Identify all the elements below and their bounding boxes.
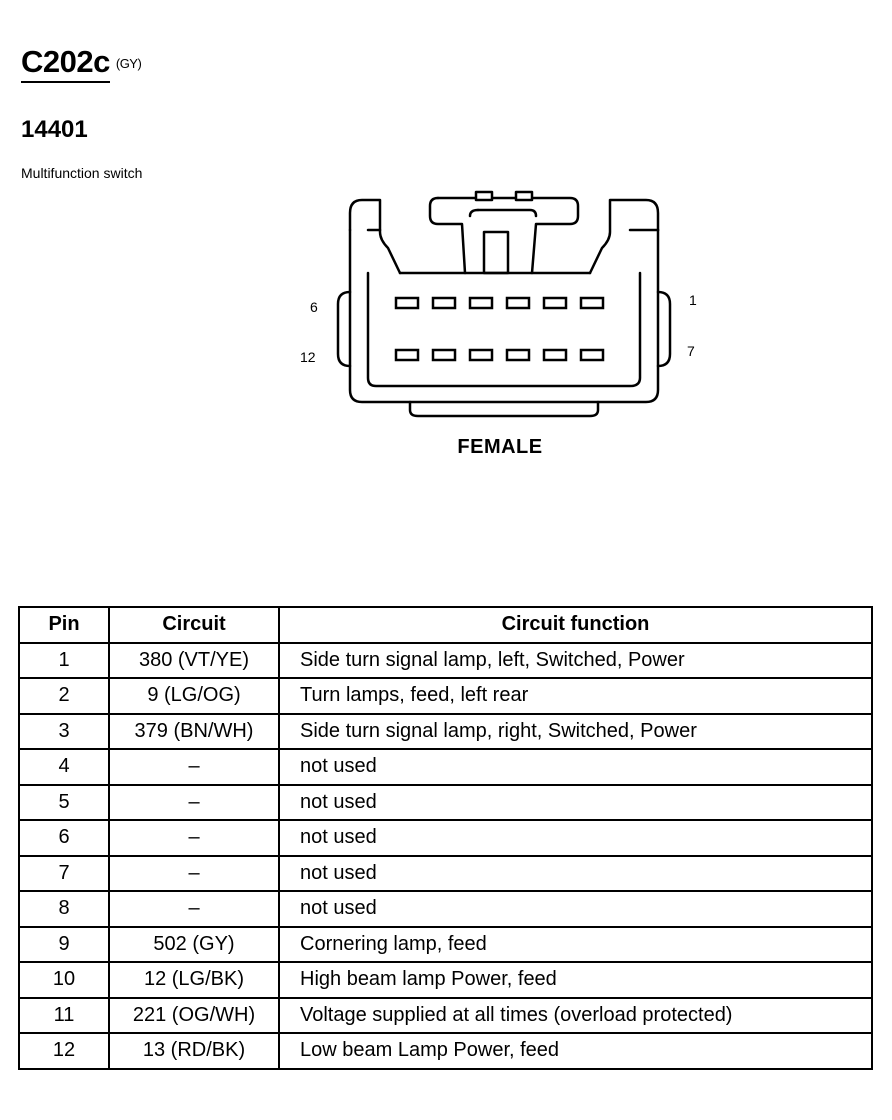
- cell-circuit: 379 (BN/WH): [108, 712, 280, 750]
- table-row: 11 221 (OG/WH) Voltage supplied at all t…: [18, 996, 873, 1034]
- cell-pin: 8: [18, 890, 110, 928]
- housing-inner: [366, 271, 642, 388]
- table-header-row: Pin Circuit Circuit function: [18, 606, 873, 644]
- cell-pin: 10: [18, 961, 110, 999]
- cell-function: not used: [278, 783, 873, 821]
- connector-diagram: 6 1 12 7 FEMALE: [290, 180, 710, 480]
- pin-cavity: [468, 348, 494, 362]
- pin-cavity: [431, 296, 457, 310]
- cell-circuit: 13 (RD/BK): [108, 1032, 280, 1070]
- connector-id: C202c: [21, 46, 110, 83]
- cell-pin: 4: [18, 748, 110, 786]
- cell-function: not used: [278, 854, 873, 892]
- cell-function: Turn lamps, feed, left rear: [278, 677, 873, 715]
- cell-circuit: 380 (VT/YE): [108, 641, 280, 679]
- pin-label-bottom-right: 7: [687, 343, 695, 359]
- cell-circuit: –: [108, 748, 280, 786]
- connector-color-code: (GY): [115, 56, 142, 71]
- header-circuit: Circuit: [108, 606, 280, 644]
- pin-cavity: [579, 348, 605, 362]
- left-latch-tower: [348, 198, 402, 275]
- pin-cavity: [468, 296, 494, 310]
- table-row: 7 – not used: [18, 854, 873, 892]
- cell-circuit: 9 (LG/OG): [108, 677, 280, 715]
- cell-circuit: 12 (LG/BK): [108, 961, 280, 999]
- pinout-table: Pin Circuit Circuit function 1 380 (VT/Y…: [18, 606, 873, 1070]
- cell-function: Voltage supplied at all times (overload …: [278, 996, 873, 1034]
- cell-circuit: –: [108, 783, 280, 821]
- pin-label-bottom-left: 12: [300, 349, 316, 365]
- cell-circuit: –: [108, 890, 280, 928]
- bottom-tab: [408, 400, 600, 418]
- cell-function: not used: [278, 890, 873, 928]
- pin-cavity: [394, 348, 420, 362]
- table-row: 1 380 (VT/YE) Side turn signal lamp, lef…: [18, 641, 873, 679]
- cell-function: Cornering lamp, feed: [278, 925, 873, 963]
- cell-pin: 3: [18, 712, 110, 750]
- cell-circuit: –: [108, 854, 280, 892]
- pin-cavity: [505, 296, 531, 310]
- table-row: 6 – not used: [18, 819, 873, 857]
- cell-function: Side turn signal lamp, right, Switched, …: [278, 712, 873, 750]
- pin-cavity: [542, 296, 568, 310]
- cell-pin: 12: [18, 1032, 110, 1070]
- cell-function: Side turn signal lamp, left, Switched, P…: [278, 641, 873, 679]
- cell-function: High beam lamp Power, feed: [278, 961, 873, 999]
- pin-label-top-left: 6: [310, 299, 318, 315]
- component-name: Multifunction switch: [21, 165, 143, 181]
- cell-circuit: –: [108, 819, 280, 857]
- part-number: 14401: [21, 116, 88, 143]
- cell-pin: 9: [18, 925, 110, 963]
- connector-heading: C202c (GY): [21, 46, 142, 83]
- cell-pin: 6: [18, 819, 110, 857]
- center-latch: [428, 196, 467, 275]
- connector-face-drawing: [336, 190, 672, 418]
- cell-pin: 1: [18, 641, 110, 679]
- cell-circuit: 502 (GY): [108, 925, 280, 963]
- pin-cavity: [505, 348, 531, 362]
- table-row: 10 12 (LG/BK) High beam lamp Power, feed: [18, 961, 873, 999]
- table-row: 8 – not used: [18, 890, 873, 928]
- table-row: 5 – not used: [18, 783, 873, 821]
- header-pin: Pin: [18, 606, 110, 644]
- pin-cavity: [579, 296, 605, 310]
- right-latch-tower: [588, 198, 660, 275]
- housing-outline: [348, 228, 660, 404]
- table-row: 4 – not used: [18, 748, 873, 786]
- table-row: 9 502 (GY) Cornering lamp, feed: [18, 925, 873, 963]
- left-side-rib: [336, 290, 352, 368]
- table-row: 2 9 (LG/OG) Turn lamps, feed, left rear: [18, 677, 873, 715]
- cell-pin: 11: [18, 996, 110, 1034]
- cell-pin: 5: [18, 783, 110, 821]
- cell-function: not used: [278, 819, 873, 857]
- pin-cavity: [542, 348, 568, 362]
- pin-cavities: [394, 296, 605, 362]
- cell-pin: 7: [18, 854, 110, 892]
- cell-circuit: 221 (OG/WH): [108, 996, 280, 1034]
- cell-function: Low beam Lamp Power, feed: [278, 1032, 873, 1070]
- connector-gender: FEMALE: [457, 436, 543, 458]
- right-side-rib: [656, 290, 672, 368]
- table-row: 12 13 (RD/BK) Low beam Lamp Power, feed: [18, 1032, 873, 1070]
- pin-label-top-right: 1: [689, 292, 697, 308]
- cell-pin: 2: [18, 677, 110, 715]
- table-row: 3 379 (BN/WH) Side turn signal lamp, rig…: [18, 712, 873, 750]
- pin-cavity: [394, 296, 420, 310]
- cell-function: not used: [278, 748, 873, 786]
- header-circuit-function: Circuit function: [278, 606, 873, 644]
- pin-cavity: [431, 348, 457, 362]
